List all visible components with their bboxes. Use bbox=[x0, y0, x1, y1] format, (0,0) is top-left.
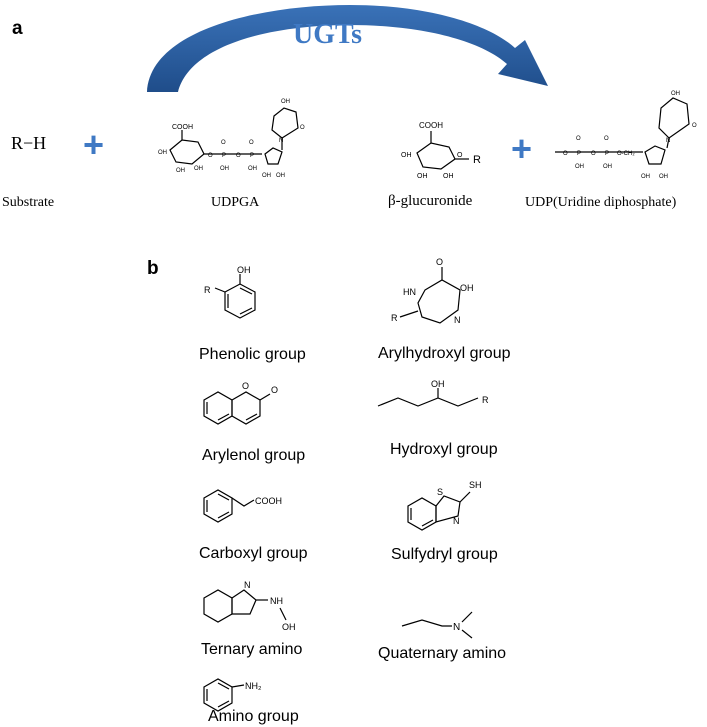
group-label-quaternary-amino: Quaternary amino bbox=[378, 645, 507, 662]
svg-text:OH: OH bbox=[401, 152, 412, 159]
svg-text:O: O bbox=[436, 257, 443, 267]
svg-text:OH: OH bbox=[417, 173, 428, 180]
udp-structure: O P O P O O OH OH O-CH₂ OH OH OH O N bbox=[555, 91, 697, 180]
svg-text:O: O bbox=[242, 381, 249, 391]
svg-text:OH: OH bbox=[460, 283, 474, 293]
panel-a-label: a bbox=[12, 18, 23, 39]
svg-text:NH: NH bbox=[270, 596, 283, 606]
svg-text:O: O bbox=[271, 385, 278, 395]
svg-text:O: O bbox=[563, 151, 568, 157]
panel-b-label: b bbox=[147, 258, 159, 279]
svg-text:R: R bbox=[391, 313, 398, 323]
svg-text:O: O bbox=[208, 153, 213, 159]
plus-sign-1: + bbox=[83, 124, 105, 165]
svg-text:N: N bbox=[666, 138, 670, 144]
reaction-arrow bbox=[147, 5, 548, 92]
svg-text:OH: OH bbox=[431, 379, 445, 389]
amino-structure: NH₂ bbox=[203, 678, 262, 712]
svg-text:OH: OH bbox=[237, 265, 251, 275]
group-label-hydroxyl: Hydroxyl group bbox=[390, 441, 498, 458]
svg-text:OH: OH bbox=[220, 166, 229, 172]
svg-text:N: N bbox=[279, 138, 283, 144]
svg-text:OH: OH bbox=[603, 164, 612, 170]
svg-text:COOH: COOH bbox=[419, 121, 443, 130]
svg-text:COOH: COOH bbox=[172, 124, 193, 131]
plus-sign-2: + bbox=[511, 128, 533, 169]
svg-text:COOH: COOH bbox=[255, 496, 282, 506]
svg-text:NH₂: NH₂ bbox=[245, 681, 262, 691]
group-label-phenolic: Phenolic group bbox=[199, 346, 306, 363]
group-label-ternary-amino: Ternary amino bbox=[201, 641, 303, 658]
svg-text:N: N bbox=[453, 516, 460, 526]
substrate-label: Substrate bbox=[2, 195, 55, 210]
carboxyl-structure: COOH bbox=[203, 489, 282, 523]
group-label-amino: Amino group bbox=[208, 708, 299, 725]
svg-text:SH: SH bbox=[469, 480, 482, 490]
svg-text:OH: OH bbox=[281, 99, 290, 105]
svg-text:R: R bbox=[473, 154, 481, 166]
svg-text:N: N bbox=[454, 315, 461, 325]
arylhydroxyl-structure: O HN OH N R bbox=[391, 257, 474, 325]
svg-text:O: O bbox=[249, 140, 254, 146]
svg-text:O: O bbox=[692, 123, 697, 129]
svg-text:N: N bbox=[244, 580, 251, 590]
svg-text:O: O bbox=[236, 153, 241, 159]
substrate-formula: R−H bbox=[11, 133, 47, 153]
svg-text:O-CH₂: O-CH₂ bbox=[617, 151, 635, 157]
svg-text:OH: OH bbox=[176, 168, 185, 174]
svg-text:O: O bbox=[457, 152, 463, 159]
svg-text:O: O bbox=[221, 140, 226, 146]
enzyme-label: UGTs bbox=[293, 19, 363, 50]
glucuronide-structure: COOH OH OH OH O R bbox=[401, 121, 481, 180]
glucuronide-label: β-glucuronide bbox=[388, 193, 473, 209]
svg-text:OH: OH bbox=[194, 166, 203, 172]
quaternary-amino-structure: N bbox=[401, 611, 473, 639]
svg-text:OH: OH bbox=[248, 166, 257, 172]
svg-text:S: S bbox=[437, 487, 443, 497]
svg-text:OH: OH bbox=[671, 91, 680, 97]
svg-text:P: P bbox=[605, 151, 609, 157]
svg-text:OH: OH bbox=[276, 173, 285, 179]
udp-label: UDP(Uridine diphosphate) bbox=[525, 195, 677, 210]
svg-text:OH: OH bbox=[641, 174, 650, 180]
svg-text:OH: OH bbox=[282, 622, 296, 632]
svg-text:P: P bbox=[222, 153, 226, 159]
svg-text:OH: OH bbox=[443, 173, 454, 180]
arylenol-structure: O O bbox=[203, 381, 278, 425]
svg-text:R: R bbox=[204, 285, 211, 295]
svg-text:OH: OH bbox=[158, 150, 167, 156]
svg-text:P: P bbox=[250, 153, 254, 159]
group-label-sulfydryl: Sulfydryl group bbox=[391, 546, 498, 563]
svg-text:R: R bbox=[482, 395, 489, 405]
svg-text:OH: OH bbox=[262, 173, 271, 179]
group-label-arylenol: Arylenol group bbox=[202, 447, 306, 464]
hydroxyl-structure: OH R bbox=[377, 379, 489, 407]
phenolic-structure: OH R bbox=[204, 265, 256, 319]
udpga-label: UDPGA bbox=[211, 195, 260, 210]
ternary-amino-structure: N NH OH bbox=[203, 580, 296, 632]
udpga-structure: COOH OH OH OH O P O P O O OH OH OH OH OH… bbox=[158, 99, 305, 179]
svg-text:P: P bbox=[577, 151, 581, 157]
sulfydryl-structure: S N SH bbox=[407, 480, 482, 531]
svg-text:HN: HN bbox=[403, 287, 416, 297]
svg-text:O: O bbox=[591, 151, 596, 157]
svg-text:OH: OH bbox=[659, 174, 668, 180]
svg-text:O: O bbox=[604, 136, 609, 142]
svg-text:N: N bbox=[453, 622, 460, 633]
svg-text:O: O bbox=[576, 136, 581, 142]
svg-text:O: O bbox=[300, 125, 305, 131]
svg-text:OH: OH bbox=[575, 164, 584, 170]
group-label-carboxyl: Carboxyl group bbox=[199, 545, 308, 562]
group-label-arylhydroxyl: Arylhydroxyl group bbox=[378, 345, 511, 362]
